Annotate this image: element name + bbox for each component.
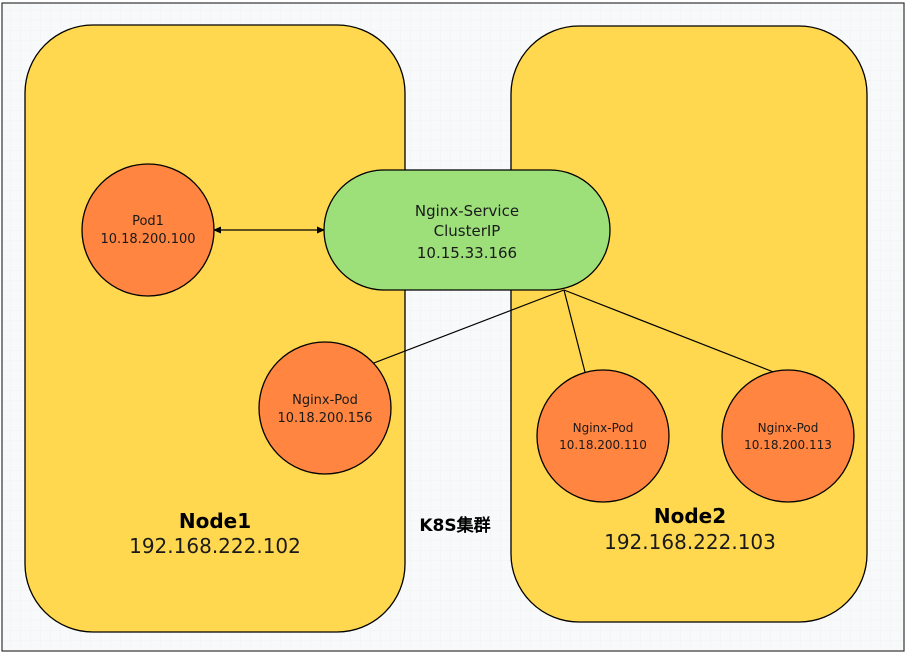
nginx-pod-156-circle[interactable] xyxy=(258,341,392,475)
nginx-pod-110-circle[interactable] xyxy=(536,369,670,503)
nginx-pod-113-circle[interactable] xyxy=(721,369,855,503)
pod1-name: Pod1 xyxy=(132,214,164,229)
nginx-pod-156-name: Nginx-Pod xyxy=(292,393,358,408)
edge-service-pod-113 xyxy=(563,289,777,374)
service-ip: 10.15.33.166 xyxy=(417,244,517,262)
edge-service-pod-156 xyxy=(365,289,565,367)
node1-name: Node1 xyxy=(179,509,251,533)
service-name: Nginx-Service xyxy=(415,202,519,220)
nginx-pod-113-name: Nginx-Pod xyxy=(758,421,819,435)
nginx-pod-110-ip: 10.18.200.110 xyxy=(559,438,647,452)
node2-name: Node2 xyxy=(654,504,726,528)
edge-service-pod-110 xyxy=(563,289,587,377)
node1-ip: 192.168.222.102 xyxy=(129,534,301,558)
nginx-pod-110-name: Nginx-Pod xyxy=(573,421,634,435)
nginx-pod-113-ip: 10.18.200.113 xyxy=(744,438,832,452)
service-box[interactable] xyxy=(323,169,611,291)
cluster-label: K8S集群 xyxy=(419,515,490,536)
service-type: ClusterIP xyxy=(434,222,501,240)
node2-ip: 192.168.222.103 xyxy=(604,530,776,554)
pod1-circle[interactable] xyxy=(81,163,215,297)
nginx-pod-156-ip: 10.18.200.156 xyxy=(277,411,372,426)
pod1-ip: 10.18.200.100 xyxy=(100,232,195,247)
